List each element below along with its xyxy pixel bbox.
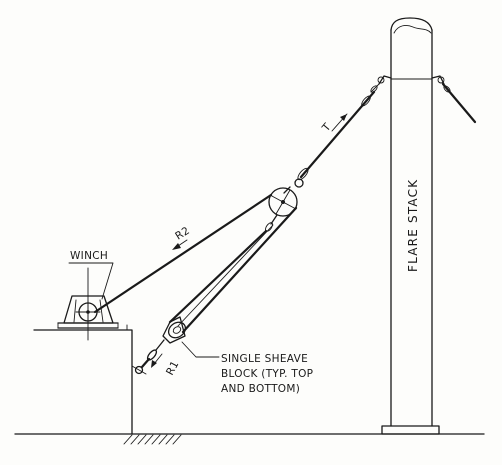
t-label: T <box>319 121 333 135</box>
winch-label: WINCH <box>70 250 108 262</box>
ground-hatch <box>123 434 182 445</box>
winch-leader <box>68 262 114 300</box>
line-r2 <box>93 193 273 314</box>
sheave-leader <box>181 341 220 358</box>
r2-label: R2 <box>173 225 192 243</box>
tension-line-t <box>294 90 376 188</box>
flare-stack <box>381 17 440 435</box>
reeving-lines <box>168 206 298 334</box>
r1-arrow <box>151 353 163 368</box>
winch-icon <box>57 267 119 341</box>
bottom-anchor <box>131 349 158 375</box>
top-sheave-block <box>265 186 298 232</box>
sheave-label-line2: BLOCK (TYP. TOP <box>221 368 313 380</box>
right-guy-line <box>441 82 477 124</box>
stack-lug-left <box>370 75 392 93</box>
bottom-sheave-block <box>155 316 187 351</box>
r1-label: R1 <box>164 359 181 378</box>
r2-arrow <box>172 239 188 250</box>
flare-stack-label: FLARE STACK <box>406 179 420 272</box>
tension-arrow <box>331 113 348 132</box>
sheave-label-line3: AND BOTTOM) <box>221 383 300 395</box>
sheave-label-line1: SINGLE SHEAVE <box>221 353 308 365</box>
winch-foundation <box>33 324 133 435</box>
